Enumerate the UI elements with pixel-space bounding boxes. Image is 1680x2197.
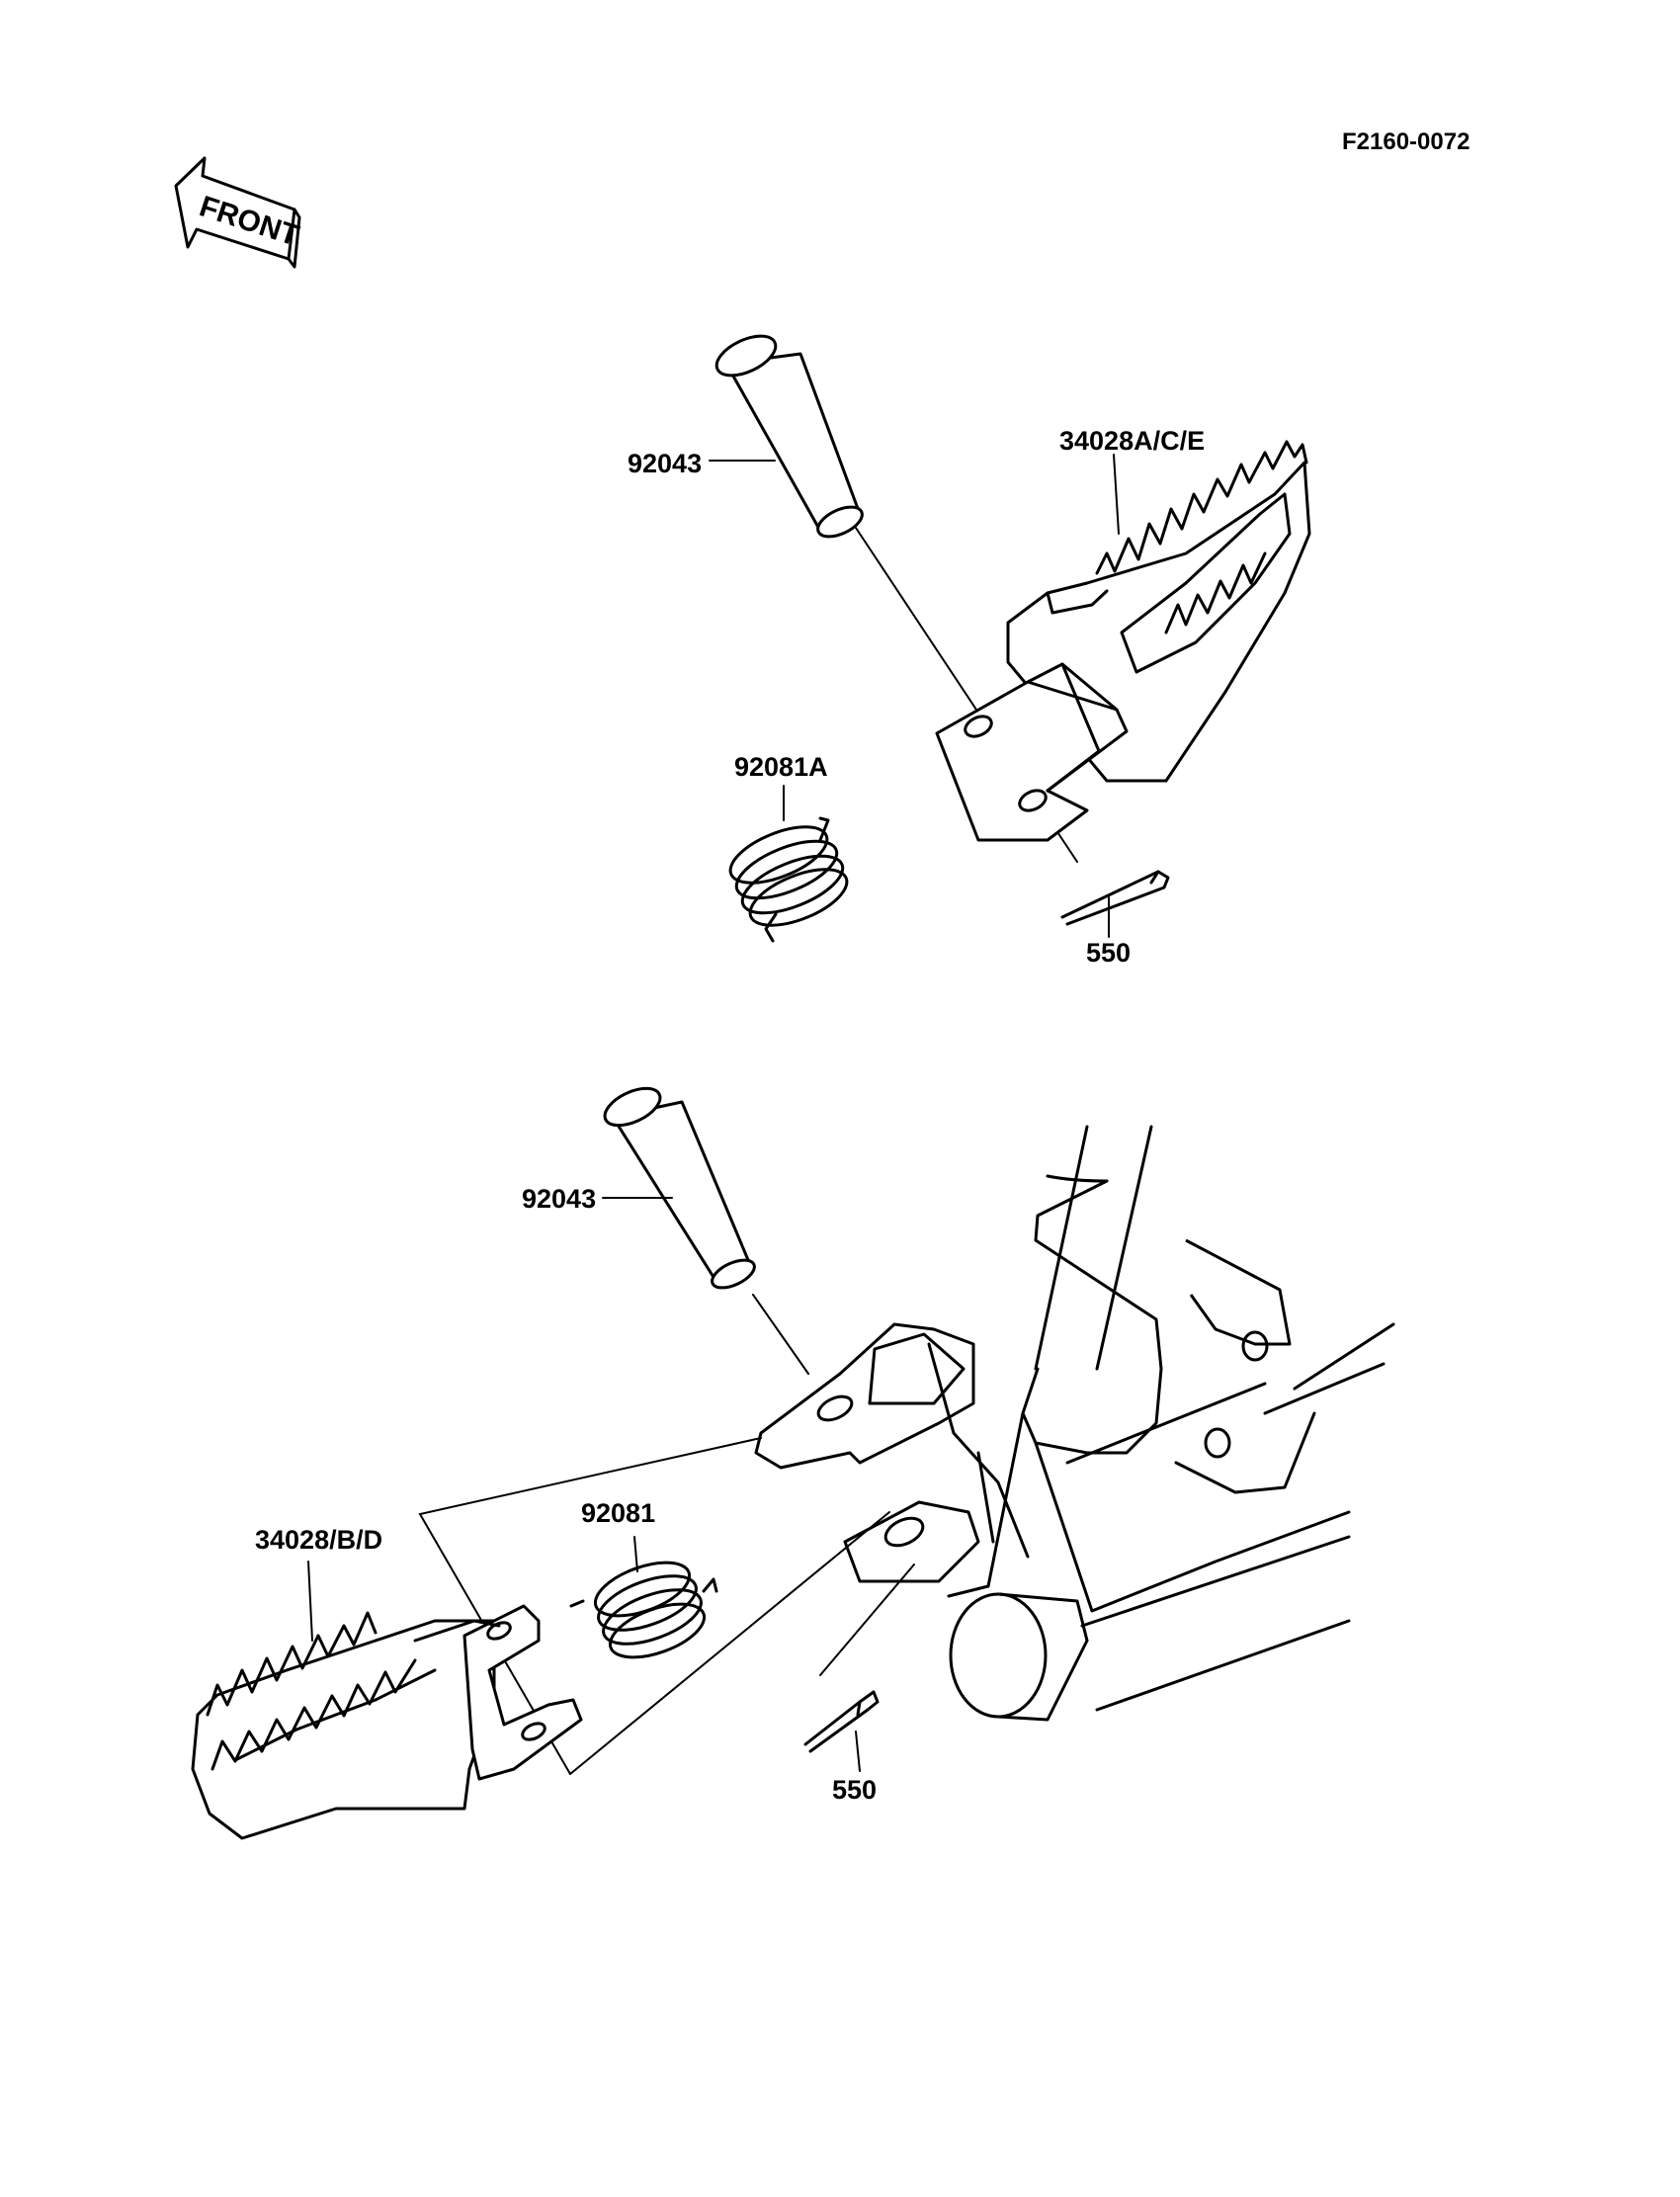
lower-spring: [569, 1561, 718, 1659]
upper-spring: [728, 816, 849, 943]
lower-footpeg: [191, 1604, 583, 1840]
lower-cotter-pin: [803, 1563, 915, 1753]
frame: [947, 1125, 1395, 1722]
diagram-ref-code: F2160-0072: [1342, 128, 1470, 155]
front-arrow-icon: FRONT: [174, 156, 302, 269]
upper-cotter-pin: [1060, 870, 1170, 926]
lower-pin-label: 92043: [522, 1184, 596, 1214]
lower-bracket: [754, 1322, 1030, 1583]
upper-footpeg: [935, 440, 1311, 842]
lower-footpeg-label: 34028/B/D: [255, 1525, 382, 1555]
lower-spring-label: 92081: [581, 1498, 655, 1528]
upper-spring-label: 92081A: [734, 752, 828, 782]
upper-footpeg-label: 34028A/C/E: [1059, 426, 1205, 456]
upper-pin: [714, 334, 864, 539]
upper-cotter-label: 550: [1086, 938, 1131, 968]
lower-cotter-label: 550: [832, 1775, 877, 1805]
upper-assembly: 92043 92081A 34028A/C/E 550: [628, 334, 1311, 968]
lower-assembly: 92043 92081 34028/B/D 550: [191, 1086, 1395, 1840]
upper-pin-label: 92043: [628, 449, 702, 478]
lower-pin: [603, 1086, 756, 1290]
